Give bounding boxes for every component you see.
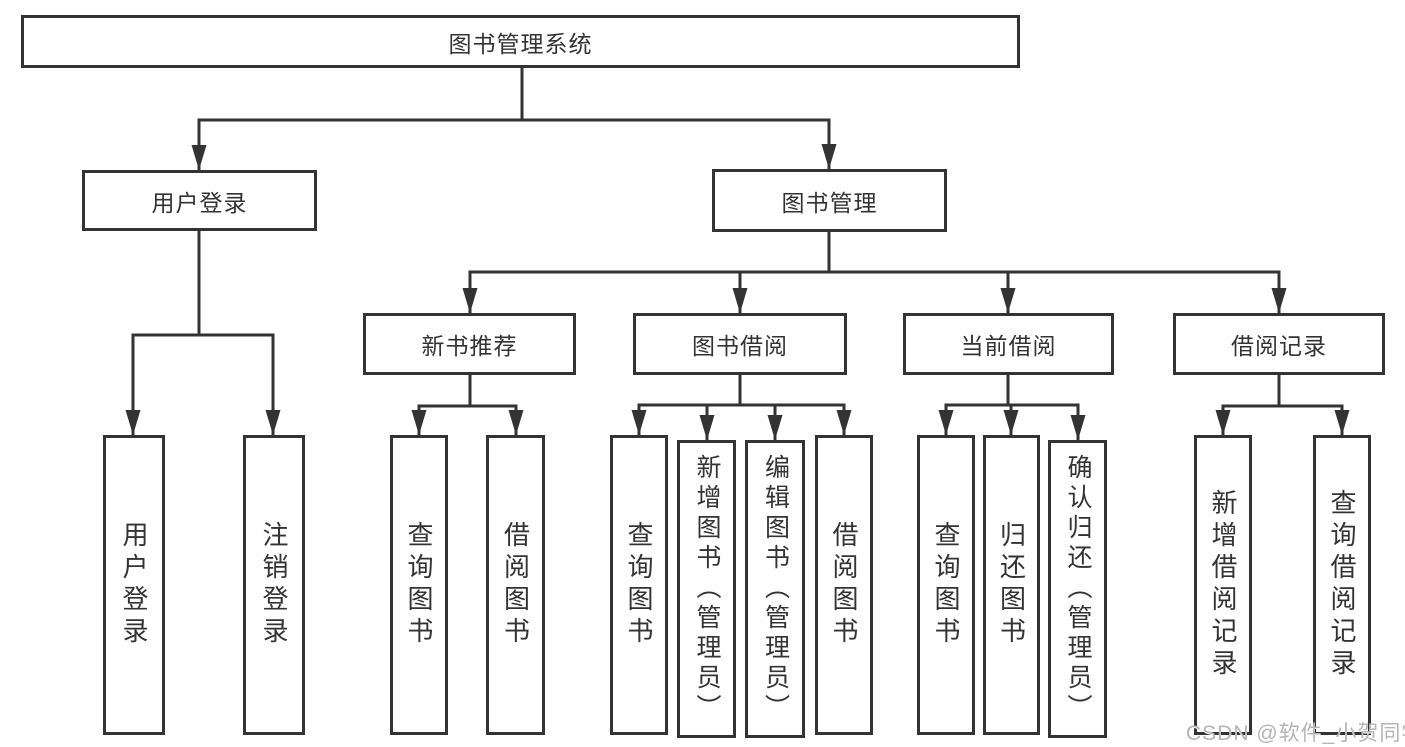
leaf-label: 确认归还（管理员） xyxy=(1064,454,1092,724)
leaf-query-books-borrowing: 查询图书 xyxy=(610,435,668,735)
node-current-borrowing: 当前借阅 xyxy=(903,313,1114,375)
leaf-query-books-current: 查询图书 xyxy=(917,435,975,735)
leaf-label: 注销登录 xyxy=(259,521,289,649)
leaf-label: 查询图书 xyxy=(624,521,654,649)
leaf-query-books-recommend: 查询图书 xyxy=(390,435,448,735)
leaf-borrow-books-recommend: 借阅图书 xyxy=(486,435,545,735)
leaf-label: 归还图书 xyxy=(996,521,1027,649)
node-root: 图书管理系统 xyxy=(21,15,1020,68)
leaf-label: 编辑图书（管理员） xyxy=(761,454,790,724)
node-new-book-recommend: 新书推荐 xyxy=(363,313,576,375)
node-book-borrowing-label: 图书借阅 xyxy=(692,333,788,359)
leaf-logout: 注销登录 xyxy=(243,435,305,735)
leaf-query-borrow-record: 查询借阅记录 xyxy=(1313,435,1371,735)
leaf-add-books-admin: 新增图书（管理员） xyxy=(677,440,736,738)
node-borrowing-records-label: 借阅记录 xyxy=(1231,333,1327,359)
leaf-borrow-books: 借阅图书 xyxy=(815,435,873,735)
node-book-borrowing: 图书借阅 xyxy=(633,313,847,375)
leaf-label: 借阅图书 xyxy=(829,521,859,649)
node-root-label: 图书管理系统 xyxy=(448,30,593,57)
node-book-management-label: 图书管理 xyxy=(781,189,878,216)
leaf-label: 查询图书 xyxy=(404,521,434,649)
leaf-user-login: 用户登录 xyxy=(103,435,165,735)
leaf-confirm-return-admin: 确认归还（管理员） xyxy=(1048,440,1107,738)
node-current-borrowing-label: 当前借阅 xyxy=(960,333,1057,359)
leaf-label: 借阅图书 xyxy=(500,521,531,649)
leaf-edit-books-admin: 编辑图书（管理员） xyxy=(745,440,805,738)
leaf-return-books: 归还图书 xyxy=(983,435,1040,735)
leaf-label: 新增借阅记录 xyxy=(1208,489,1238,681)
node-book-management: 图书管理 xyxy=(712,169,947,232)
node-new-book-recommend-label: 新书推荐 xyxy=(421,333,518,359)
node-user-login-label: 用户登录 xyxy=(151,189,248,216)
leaf-label: 用户登录 xyxy=(119,521,149,649)
leaf-label: 查询图书 xyxy=(931,521,961,649)
leaf-add-borrow-record: 新增借阅记录 xyxy=(1194,435,1252,735)
node-user-login: 用户登录 xyxy=(82,170,317,231)
node-borrowing-records: 借阅记录 xyxy=(1173,313,1385,375)
leaf-label: 查询借阅记录 xyxy=(1327,489,1357,681)
csdn-watermark: CSDN @软件_小贺同学 xyxy=(1186,722,1405,745)
leaf-label: 新增图书（管理员） xyxy=(693,454,721,724)
